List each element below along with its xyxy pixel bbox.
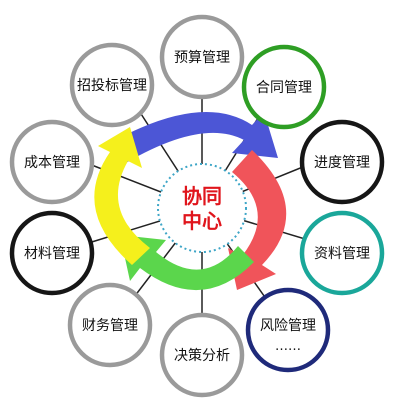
module-material-label: 材料管理	[24, 246, 80, 262]
module-decision[interactable]: 决策分析	[159, 312, 245, 398]
module-risk-label: 风险管理	[260, 318, 316, 334]
center-hub: 协同 中心	[157, 163, 247, 253]
module-tender-label: 招投标管理	[77, 78, 147, 94]
module-contract[interactable]: 合同管理	[241, 44, 327, 130]
cycle-arrow-bottom	[120, 235, 254, 291]
module-contract-label: 合同管理	[256, 80, 312, 96]
module-finance[interactable]: 财务管理	[67, 282, 153, 368]
cycle-arrow-top	[110, 112, 278, 164]
module-risk-more: ……	[275, 339, 301, 354]
module-risk[interactable]: 风险管理 ……	[245, 287, 331, 373]
module-cost[interactable]: 成本管理	[9, 119, 95, 205]
center-hub-ring	[157, 163, 247, 253]
center-title-line2: 中心	[182, 209, 222, 233]
module-data[interactable]: 资料管理	[299, 210, 385, 296]
module-circles: 预算管理 合同管理 进度管理 资料管理 风险管理 …… 决策分析 财务管理	[9, 14, 385, 398]
center-title-line1: 协同	[182, 184, 222, 208]
module-progress[interactable]: 进度管理	[299, 119, 385, 205]
module-budget[interactable]: 预算管理	[159, 14, 245, 100]
module-cost-label: 成本管理	[24, 155, 80, 171]
module-data-label: 资料管理	[314, 246, 370, 262]
module-finance-label: 财务管理	[82, 318, 138, 334]
module-progress-label: 进度管理	[314, 155, 370, 171]
module-decision-label: 决策分析	[174, 347, 230, 364]
module-material[interactable]: 材料管理	[9, 210, 95, 296]
module-tender[interactable]: 招投标管理	[69, 42, 155, 128]
cycle-arrow-right	[228, 150, 287, 290]
module-budget-label: 预算管理	[174, 50, 230, 66]
cycle-arrow-left	[94, 127, 150, 265]
cycle-arrows	[94, 112, 287, 291]
